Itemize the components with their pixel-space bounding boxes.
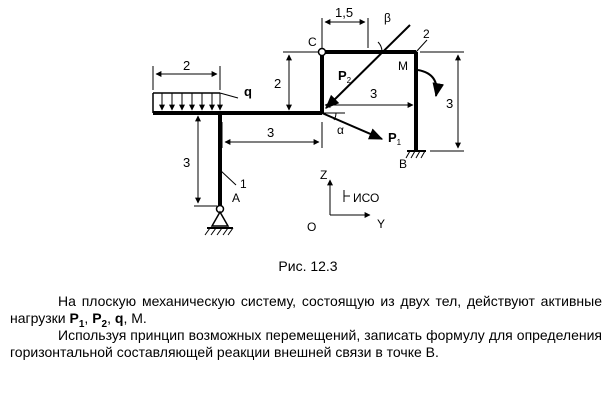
mechanism-diagram: 2 1,5 2 3 3 3 3 C A B M q β α 1 2 P1 P2 … <box>152 5 464 236</box>
body-1 <box>153 111 322 206</box>
dim-top-width: 1,5 <box>335 5 353 20</box>
moment-m <box>417 69 445 98</box>
label-alpha: α <box>337 123 344 137</box>
dim-lower-height: 3 <box>183 155 190 170</box>
problem-statement-paragraph: На плоскую механическую систему, состоящ… <box>10 293 602 330</box>
label-b: B <box>399 157 407 171</box>
inertial-frame: Z Y O ИСО <box>307 168 385 234</box>
dimension-lines <box>152 18 464 207</box>
hinge-c <box>317 47 327 57</box>
distributed-load-q <box>152 92 239 113</box>
axis-y-label: Y <box>377 217 385 231</box>
axis-z-label: Z <box>320 168 327 182</box>
label-c: C <box>308 35 317 49</box>
label-p2: P2 <box>338 68 352 85</box>
alpha-arc <box>333 112 337 121</box>
label-beta: β <box>384 11 391 25</box>
label-body-1: 1 <box>240 177 247 191</box>
dim-middle-span: 3 <box>370 86 377 101</box>
beta-arc <box>377 41 383 53</box>
figure-caption: Рис. 12.3 <box>278 258 338 274</box>
support-b <box>405 150 426 159</box>
label-m: M <box>398 59 408 73</box>
task-paragraph: Используя принцип возможных перемещений,… <box>10 327 602 360</box>
label-p1: P1 <box>388 130 402 147</box>
support-a <box>204 204 234 236</box>
dim-horizontal-span: 3 <box>267 125 274 140</box>
force-p2 <box>325 24 411 109</box>
axis-frame-label: ИСО <box>353 191 379 205</box>
label-q: q <box>244 84 252 99</box>
dim-upper-height: 2 <box>274 76 281 91</box>
dim-right-height: 3 <box>446 96 453 111</box>
label-body-2: 2 <box>423 27 430 41</box>
dim-left-load-width: 2 <box>183 58 190 73</box>
label-a: A <box>232 191 240 205</box>
force-p1 <box>321 112 384 140</box>
axis-origin-label: O <box>307 220 316 234</box>
